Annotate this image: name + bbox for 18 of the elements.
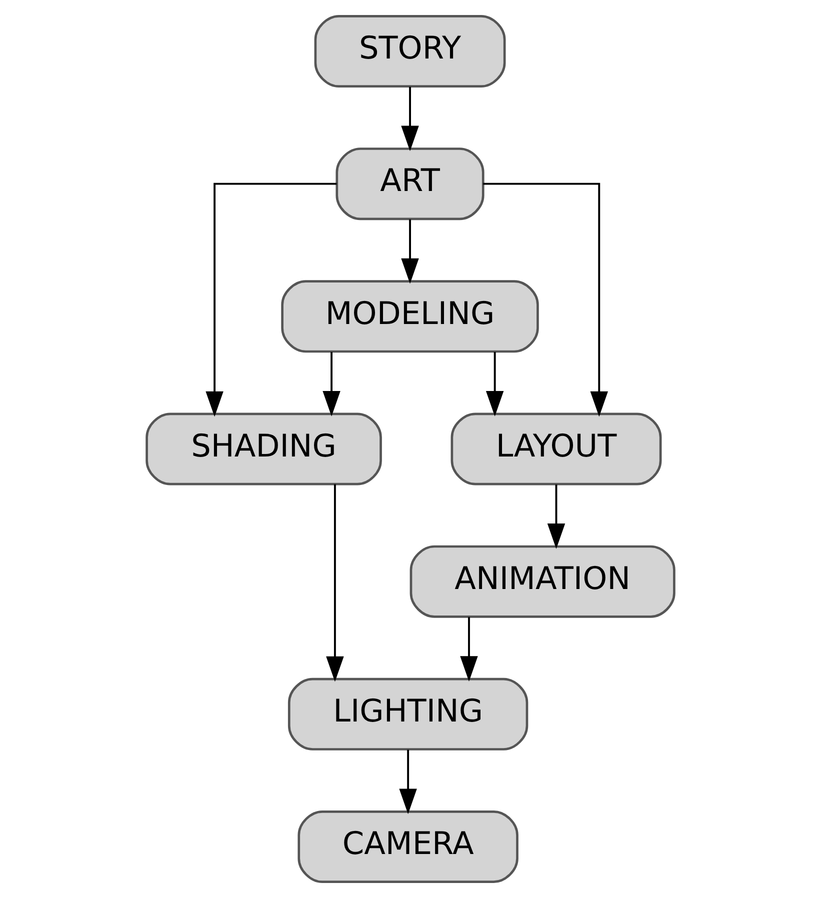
node-box: LAYOUT bbox=[450, 412, 662, 486]
arrow bbox=[486, 352, 504, 416]
node-box: SHADING bbox=[146, 412, 382, 486]
arrow bbox=[322, 352, 340, 416]
node-box: LIGHTING bbox=[288, 678, 528, 750]
arrow bbox=[206, 182, 337, 417]
arrow bbox=[483, 182, 608, 417]
arrow bbox=[326, 484, 344, 682]
node-box: STORY bbox=[314, 15, 506, 88]
arrow bbox=[401, 86, 419, 152]
arrow bbox=[460, 617, 478, 682]
arrow bbox=[401, 219, 419, 284]
node-box: ART bbox=[336, 148, 484, 220]
arrow bbox=[547, 484, 566, 549]
node-box: CAMERA bbox=[298, 810, 518, 883]
node-box: ANIMATION bbox=[410, 545, 676, 618]
arrow bbox=[399, 750, 417, 814]
node-box: MODELING bbox=[281, 280, 539, 353]
